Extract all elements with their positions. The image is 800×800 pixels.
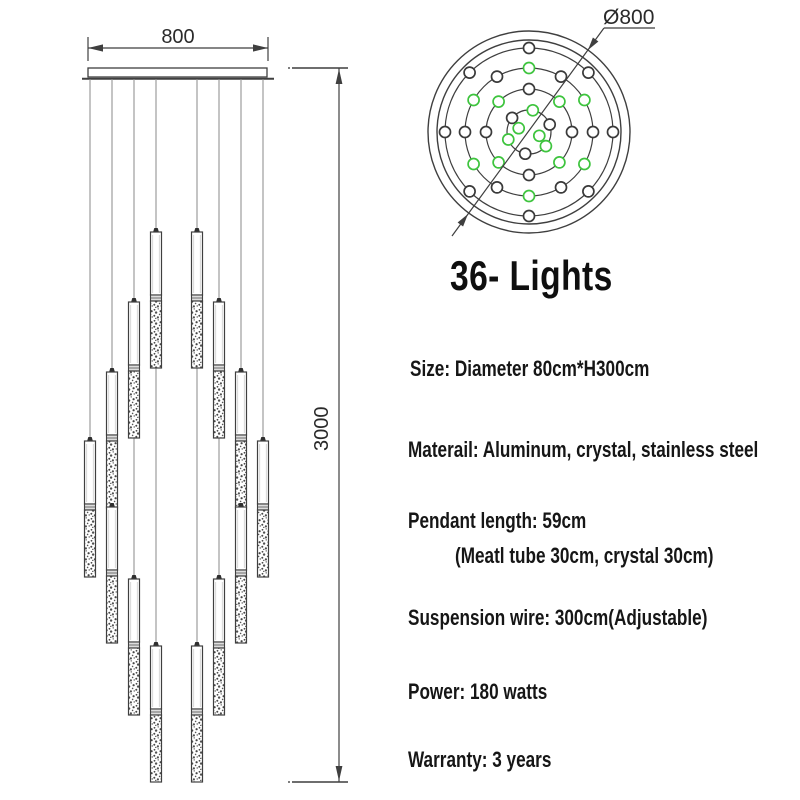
spec-warranty: Warranty: 3 years bbox=[408, 747, 552, 772]
plate-diameter-label: Ø800 bbox=[603, 6, 654, 29]
drop-height-label: 3000 bbox=[311, 407, 333, 452]
light-hole-green bbox=[512, 121, 526, 135]
pendant bbox=[256, 437, 270, 578]
pendant bbox=[105, 503, 119, 644]
light-hole-green bbox=[553, 95, 566, 108]
up-arrow-icon bbox=[335, 69, 343, 84]
light-hole-green bbox=[492, 95, 505, 108]
pendant bbox=[83, 437, 97, 578]
right-arrow-icon bbox=[253, 44, 268, 52]
pendant bbox=[190, 642, 204, 783]
diameter-arrow-upper-icon bbox=[588, 37, 599, 50]
light-hole-black bbox=[522, 168, 536, 182]
light-hole-black bbox=[518, 147, 532, 161]
light-hole-green bbox=[526, 103, 540, 117]
spec-pendant-detail: (Meatl tube 30cm, crystal 30cm) bbox=[455, 543, 714, 568]
light-hole-black bbox=[543, 118, 557, 131]
light-hole-green bbox=[578, 157, 591, 171]
pendant bbox=[234, 368, 248, 509]
diameter-dimension: Ø800 bbox=[451, 6, 655, 237]
pendant bbox=[105, 368, 119, 509]
left-arrow-icon bbox=[88, 44, 103, 52]
pendant bbox=[212, 575, 226, 716]
light-hole-green bbox=[578, 93, 591, 107]
light-hole-green bbox=[501, 133, 515, 146]
light-hole-green bbox=[522, 189, 536, 203]
spec-material: Materail: Aluminum, crystal, stainless s… bbox=[408, 437, 759, 462]
pendant bbox=[149, 642, 163, 783]
spec-power: Power: 180 watts bbox=[408, 679, 548, 704]
drop-height-dimension: 3000 bbox=[288, 67, 348, 783]
canopy-width-dimension: 800 bbox=[87, 26, 269, 61]
light-hole-black bbox=[586, 125, 600, 139]
light-hole-black bbox=[463, 185, 476, 198]
light-hole-black bbox=[490, 70, 504, 83]
light-hole-black bbox=[463, 66, 476, 79]
canopy-width-label: 800 bbox=[161, 26, 194, 48]
light-hole-black bbox=[479, 125, 493, 139]
ceiling-canopy bbox=[82, 67, 274, 80]
down-arrow-icon bbox=[335, 766, 343, 781]
light-hole-black bbox=[458, 125, 472, 139]
light-hole-black bbox=[606, 125, 620, 139]
pendants bbox=[83, 228, 270, 783]
pendant bbox=[190, 228, 204, 369]
light-hole-black bbox=[522, 209, 536, 223]
diameter-arrow-lower-icon bbox=[457, 214, 468, 227]
light-hole-black bbox=[565, 125, 579, 139]
pendant bbox=[212, 298, 226, 439]
light-hole-black bbox=[582, 185, 595, 198]
light-hole-green bbox=[492, 156, 505, 169]
light-hole-black bbox=[522, 41, 536, 55]
light-hole-green bbox=[553, 156, 566, 169]
light-hole-green bbox=[532, 129, 546, 143]
light-hole-green bbox=[522, 61, 536, 75]
light-hole-black bbox=[490, 181, 504, 194]
pendant bbox=[127, 575, 141, 716]
light-hole-black bbox=[438, 125, 452, 139]
light-hole-green bbox=[467, 157, 480, 171]
pendant bbox=[149, 228, 163, 369]
spec-pendant-length: Pendant length: 59cm bbox=[408, 508, 587, 533]
pendant bbox=[127, 298, 141, 439]
lights-count-title: 36- Lights bbox=[450, 252, 613, 299]
light-hole-black bbox=[554, 181, 568, 194]
top-view-plate bbox=[427, 30, 631, 234]
pendant bbox=[234, 503, 248, 644]
light-hole-black bbox=[554, 70, 568, 83]
spec-size: Size: Diameter 80cm*H300cm bbox=[410, 356, 650, 381]
light-hole-black bbox=[582, 66, 595, 79]
light-hole-green bbox=[539, 139, 553, 153]
light-hole-green bbox=[467, 93, 480, 107]
light-hole-black bbox=[505, 111, 519, 125]
spec-suspension-wire: Suspension wire: 300cm(Adjustable) bbox=[408, 605, 708, 630]
light-hole-black bbox=[522, 82, 536, 96]
